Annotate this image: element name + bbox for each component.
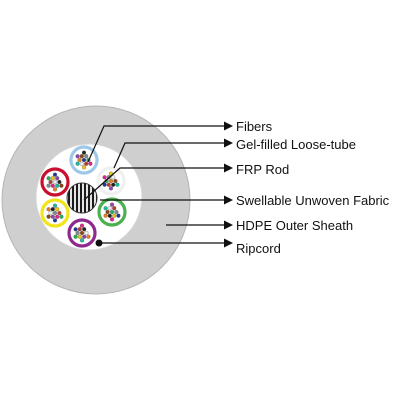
fiber <box>55 176 60 181</box>
fiber <box>82 227 87 232</box>
arrowhead-icon <box>224 138 233 148</box>
fiber <box>55 214 60 219</box>
fiber <box>77 227 82 232</box>
fiber <box>84 161 89 166</box>
fiber <box>50 176 55 181</box>
fiber <box>109 217 115 222</box>
fiber <box>109 202 115 207</box>
fiber <box>113 178 118 184</box>
label-frp-rod: FRP Rod <box>236 162 289 177</box>
callout-loose-tube-line <box>113 142 224 169</box>
fiber <box>52 179 58 185</box>
fiber <box>77 234 82 239</box>
fiber <box>105 209 110 215</box>
fiber <box>59 214 64 219</box>
fiber <box>50 183 55 188</box>
arrowhead-icon <box>224 238 233 248</box>
fiber <box>52 210 58 216</box>
fiber <box>106 182 111 187</box>
fiber <box>79 230 85 236</box>
fiber <box>46 183 51 188</box>
label-loose-tube: Gel-filled Loose-tube <box>236 137 356 152</box>
fiber <box>50 214 55 219</box>
fiber <box>55 207 60 212</box>
fiber <box>77 157 82 163</box>
fiber <box>81 165 87 170</box>
fiber <box>103 206 108 211</box>
fiber <box>57 210 62 216</box>
fiber <box>75 161 80 166</box>
fiber <box>109 209 115 215</box>
fiber <box>84 154 89 159</box>
fiber <box>111 175 116 180</box>
label-swellable-fabric: Swellable Unwoven Fabric <box>236 193 390 208</box>
fiber <box>88 161 93 166</box>
fiber <box>52 187 58 192</box>
fiber <box>81 157 87 163</box>
fiber <box>114 209 119 215</box>
fiber <box>73 234 78 239</box>
fiber <box>46 176 51 181</box>
fiber <box>81 150 87 155</box>
fiber <box>48 179 53 185</box>
fiber <box>115 182 120 187</box>
fiber <box>86 234 91 239</box>
fiber <box>79 154 84 159</box>
loose-tube <box>96 166 126 196</box>
fiber <box>82 234 87 239</box>
arrowhead-icon <box>224 195 233 205</box>
fiber <box>50 207 55 212</box>
fiber <box>79 223 85 228</box>
loose-tube <box>40 167 70 197</box>
fiber <box>79 161 84 166</box>
fiber <box>59 183 64 188</box>
callouts <box>83 121 233 248</box>
arrowhead-icon <box>224 163 233 173</box>
fiber <box>75 154 80 159</box>
fiber <box>102 175 107 180</box>
fiber <box>48 210 53 216</box>
fiber <box>52 218 58 223</box>
fiber <box>46 207 51 212</box>
fiber <box>52 172 58 177</box>
label-fibers: Fibers <box>236 119 273 134</box>
fiber <box>107 213 112 218</box>
fiber <box>112 206 117 211</box>
frp-rod <box>66 182 98 214</box>
loose-tube <box>67 218 97 248</box>
fiber <box>111 182 116 187</box>
arrowhead-icon <box>224 220 233 230</box>
fiber <box>107 206 112 211</box>
fiber <box>46 214 51 219</box>
fiber <box>52 203 58 208</box>
callout-fibers-line <box>87 125 224 163</box>
fiber <box>84 230 89 236</box>
label-hdpe-sheath: HDPE Outer Sheath <box>236 218 353 233</box>
fiber <box>75 230 80 236</box>
callout-frp-rod-line <box>83 167 224 201</box>
loose-tubes <box>40 145 127 248</box>
fiber <box>55 183 60 188</box>
fiber <box>57 179 62 185</box>
fiber <box>103 213 108 218</box>
fiber <box>116 213 121 218</box>
fiber <box>112 213 117 218</box>
fiber <box>79 238 85 243</box>
fiber <box>108 186 114 191</box>
loose-tube <box>97 197 127 227</box>
arrowhead-icon <box>224 121 233 131</box>
label-ripcord: Ripcord <box>236 241 281 256</box>
loose-tube <box>69 145 99 175</box>
fiber <box>73 227 78 232</box>
fiber <box>102 182 107 187</box>
loose-tube <box>40 198 70 228</box>
fiber <box>108 178 114 184</box>
